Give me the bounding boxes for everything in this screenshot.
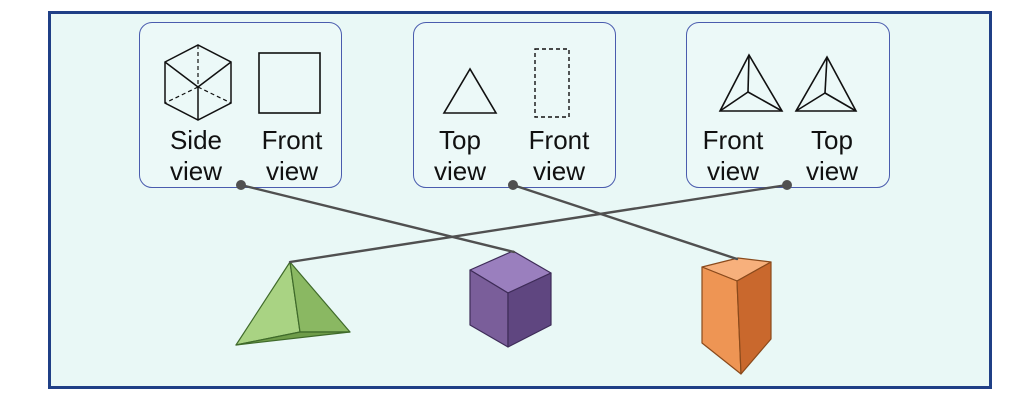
- panel-2-right-label-line-1: Front: [528, 125, 590, 155]
- connector-dot-panel-1: [236, 180, 246, 190]
- pyramid-icon: [794, 55, 858, 112]
- connector-lines: [239, 183, 789, 264]
- panel-1-left-label-line-1: Side: [169, 125, 223, 155]
- panel-2-left-label-line-1: Top: [439, 125, 481, 155]
- panel-1-right-label-line-2: view: [265, 156, 318, 186]
- panel-2-right-label-line-2: view: [532, 156, 585, 186]
- connector-panel-1-to-cube: [239, 183, 516, 254]
- panel-3-left-label-line-1: Front: [702, 125, 764, 155]
- triangular-pyramid: [235, 261, 351, 346]
- views-panel-1: [139, 22, 342, 188]
- triangle-icon: [442, 67, 498, 114]
- pyramid-icon: [718, 53, 784, 112]
- connector-panel-2-to-prism: [511, 183, 739, 261]
- connector-dot-panel-2: [508, 180, 518, 190]
- panel-3-right-label-line-1: Top: [811, 125, 853, 155]
- panel-3-right-label-line-2: view: [805, 156, 858, 186]
- connector-dot-panel-3: [782, 180, 792, 190]
- cube: [469, 250, 552, 348]
- panel-3-left-label-line-2: view: [706, 156, 759, 186]
- triangular-prism: [701, 257, 772, 375]
- panel-1-left-label-line-2: view: [169, 156, 222, 186]
- connector-panel-3-to-pyramid: [288, 183, 789, 264]
- square-icon: [258, 52, 321, 114]
- cube-wireframe-icon: [164, 44, 232, 121]
- panel-2-left-label-line-2: view: [433, 156, 486, 186]
- panel-1-right-label-line-1: Front: [261, 125, 323, 155]
- dashed-rectangle-icon: [534, 48, 570, 118]
